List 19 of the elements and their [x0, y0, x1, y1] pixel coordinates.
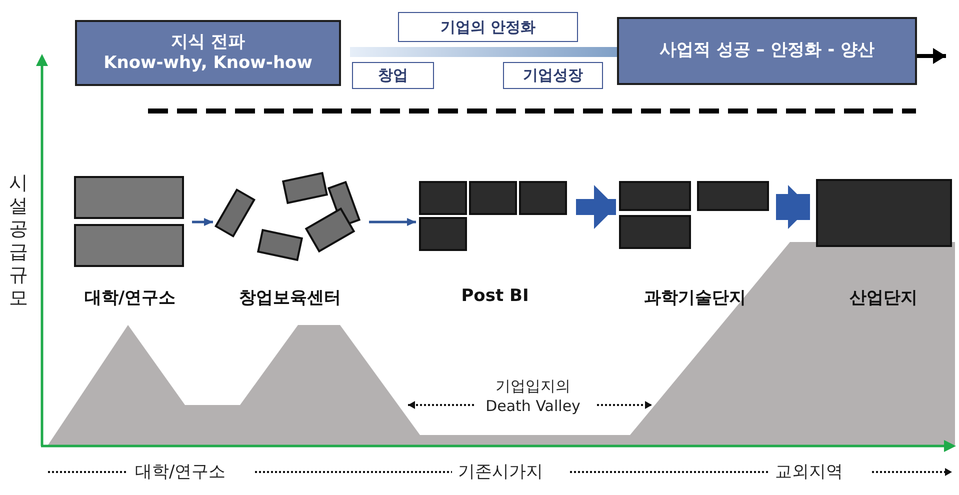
facility-label: 산업단지: [850, 287, 918, 309]
phase-box: 창업: [352, 62, 434, 89]
region-label: 기존시가지: [458, 461, 543, 483]
block-arrow: [576, 185, 616, 229]
valley-label: 기업입지의 Death Valley: [484, 376, 582, 416]
stage-box: 사업적 성공 – 안정화 - 양산: [617, 17, 917, 85]
block-arrow: [776, 185, 810, 229]
arrow: [192, 218, 213, 226]
facility-label: 과학기술단지: [644, 287, 746, 309]
facility-label: 대학/연구소: [84, 287, 176, 309]
phase-box: 기업성장: [503, 62, 603, 89]
axis-label: 시설 공급규모: [8, 172, 29, 310]
region-label: 교외지역: [775, 461, 843, 483]
facility-label: 창업보육센터: [239, 287, 341, 309]
arrow: [369, 218, 416, 226]
facility-label: Post BI: [461, 286, 529, 306]
region-label: 대학/연구소: [135, 461, 226, 483]
stage-box: 지식 전파 Know-why, Know-how: [75, 20, 341, 86]
phase-box: 기업의 안정화: [398, 12, 578, 42]
